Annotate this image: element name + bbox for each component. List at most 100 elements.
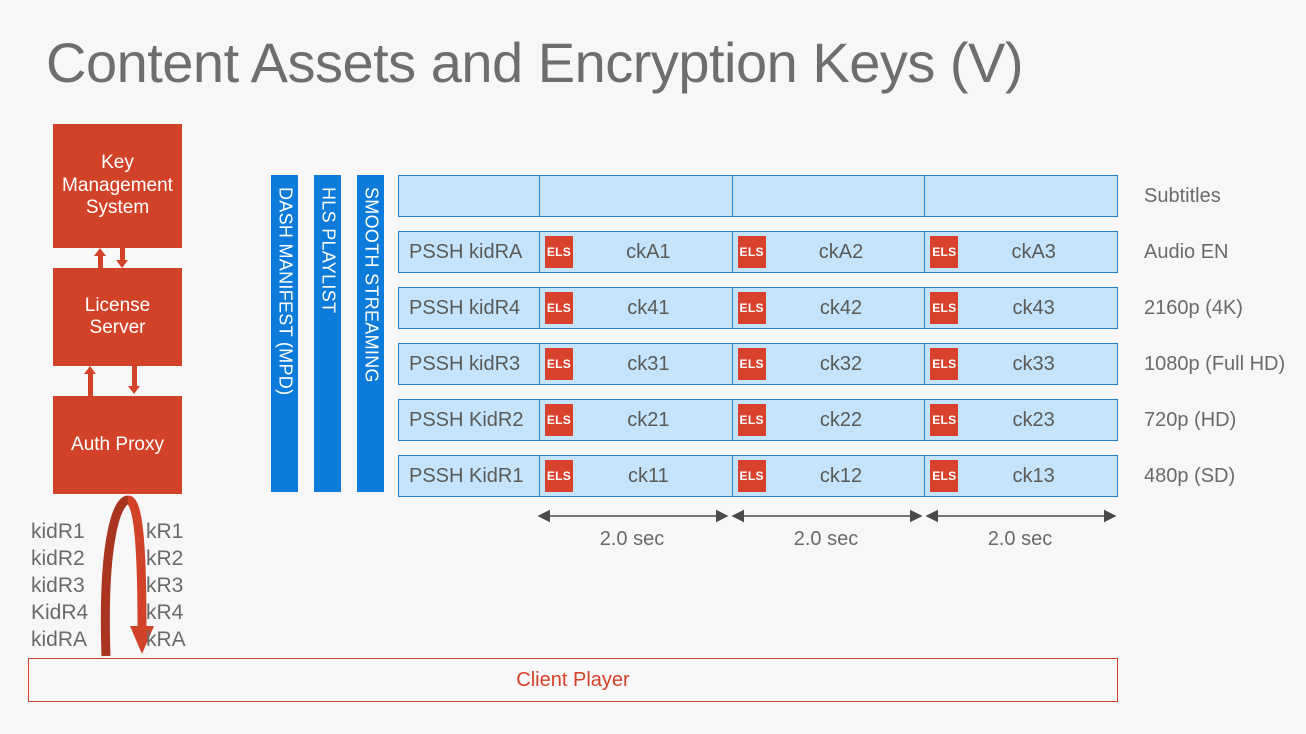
- key-management-system-label: Key Management System: [62, 152, 173, 219]
- format-bar-smooth-streaming-label: SMOOTH STREAMING: [361, 187, 381, 383]
- els-badge: ELS: [737, 404, 766, 436]
- content-key-label: ck33: [1012, 352, 1055, 375]
- segment-cell[interactable]: ELS ck41: [540, 288, 733, 328]
- content-key-label: ck31: [627, 352, 670, 375]
- format-bar-hls-playlist[interactable]: HLS PLAYLIST: [314, 175, 341, 492]
- els-badge: ELS: [737, 460, 766, 492]
- format-bar-dash-manifest[interactable]: DASH MANIFEST (MPD): [271, 175, 298, 492]
- key-id-item: kidR1: [31, 520, 85, 543]
- track-label-video-2160p: 2160p (4K): [1144, 296, 1243, 319]
- segment-cell[interactable]: ELS ckA2: [733, 232, 926, 272]
- segment-cell[interactable]: ELS ck33: [925, 344, 1117, 384]
- content-key-label: ckA2: [818, 240, 864, 263]
- pssh-cell: PSSH KidR1: [399, 456, 540, 496]
- license-auth-arrows: [84, 366, 154, 396]
- content-key-label: ck41: [627, 296, 670, 319]
- content-key-label: ckA1: [626, 240, 671, 263]
- content-key-label: ck42: [819, 296, 863, 319]
- segment-cell[interactable]: [925, 176, 1117, 216]
- key-id-list: kidR1 kidR2 kidR3 KidR4 kidRA: [31, 518, 88, 653]
- format-bar-hls-playlist-label: HLS PLAYLIST: [318, 187, 338, 314]
- els-badge: ELS: [737, 236, 766, 268]
- duration-label: 2.0 sec: [599, 528, 665, 550]
- els-badge: ELS: [545, 404, 573, 436]
- content-key-label: ck21: [627, 408, 670, 431]
- content-key-label: ck11: [627, 464, 669, 487]
- license-server-label: License Server: [84, 294, 151, 338]
- els-badge: ELS: [930, 292, 959, 324]
- els-badge: ELS: [737, 348, 766, 380]
- format-bar-smooth-streaming[interactable]: SMOOTH STREAMING: [357, 175, 384, 492]
- pssh-cell: PSSH kidR4: [399, 288, 540, 328]
- track-label-audio-en: Audio EN: [1144, 240, 1229, 263]
- key-list: kR1 kR2 kR3 kR4 kRA: [146, 518, 186, 653]
- pssh-cell: PSSH kidR3: [399, 344, 540, 384]
- duration-label: 2.0 sec: [793, 528, 859, 550]
- key-item: kR3: [146, 574, 184, 597]
- els-badge: ELS: [545, 292, 573, 324]
- els-badge: ELS: [545, 460, 573, 492]
- auth-proxy-box[interactable]: Auth Proxy: [53, 396, 182, 494]
- license-server-box[interactable]: License Server: [53, 268, 182, 366]
- content-key-label: ck32: [819, 352, 863, 375]
- segment-cell[interactable]: ELS ck13: [925, 456, 1117, 496]
- track-label-subtitles: Subtitles: [1144, 184, 1221, 207]
- segment-cell[interactable]: ELS ck43: [925, 288, 1117, 328]
- segment-duration-ruler: [537, 509, 1117, 523]
- pssh-cell: PSSH KidR2: [399, 400, 540, 440]
- format-bar-dash-manifest-label: DASH MANIFEST (MPD): [275, 187, 295, 396]
- kms-license-arrows: [94, 248, 142, 268]
- key-management-system-box[interactable]: Key Management System: [53, 124, 182, 248]
- segment-cell[interactable]: ELS ck11: [540, 456, 733, 496]
- segment-cell[interactable]: ELS ckA3: [925, 232, 1117, 272]
- content-key-label: ck43: [1012, 296, 1055, 319]
- track-label-video-1080p: 1080p (Full HD): [1144, 352, 1286, 375]
- key-item: kR1: [146, 520, 184, 543]
- els-badge: ELS: [930, 460, 959, 492]
- segment-cell[interactable]: [733, 176, 926, 216]
- els-badge: ELS: [545, 348, 573, 380]
- client-player-box[interactable]: Client Player: [28, 658, 1118, 702]
- els-badge: ELS: [930, 348, 959, 380]
- content-key-label: ck13: [1012, 464, 1055, 487]
- auth-proxy-label: Auth Proxy: [71, 433, 164, 455]
- key-item: kR2: [146, 547, 184, 570]
- content-key-label: ck23: [1012, 408, 1055, 431]
- key-id-item: kidR3: [31, 574, 85, 597]
- track-row-subtitles[interactable]: [398, 175, 1118, 217]
- segment-cell[interactable]: ELS ck31: [540, 344, 733, 384]
- track-label-video-720p: 720p (HD): [1144, 408, 1237, 431]
- track-label-video-480p: 480p (SD): [1144, 464, 1236, 487]
- els-badge: ELS: [930, 236, 959, 268]
- page-title: Content Assets and Encryption Keys (V): [46, 31, 1024, 94]
- client-player-label: Client Player: [516, 668, 630, 691]
- segment-cell[interactable]: ELS ckA1: [540, 232, 733, 272]
- duration-label: 2.0 sec: [987, 528, 1053, 550]
- els-badge: ELS: [545, 236, 573, 268]
- segment-cell[interactable]: ELS ck21: [540, 400, 733, 440]
- key-item: kRA: [146, 628, 186, 651]
- segment-cell[interactable]: [540, 176, 733, 216]
- key-id-item: kidR2: [31, 547, 85, 570]
- key-id-item: kidRA: [31, 628, 88, 651]
- content-key-label: ckA3: [1011, 240, 1056, 263]
- content-key-label: ck22: [819, 408, 863, 431]
- segment-cell[interactable]: ELS ck12: [733, 456, 926, 496]
- els-badge: ELS: [930, 404, 959, 436]
- segment-cell[interactable]: ELS ck22: [733, 400, 926, 440]
- els-badge: ELS: [737, 292, 766, 324]
- pssh-cell: PSSH kidRA: [399, 232, 540, 272]
- segment-cell[interactable]: ELS ck32: [733, 344, 926, 384]
- content-key-label: ck12: [819, 464, 863, 487]
- segment-cell[interactable]: ELS ck23: [925, 400, 1117, 440]
- key-flow-curved-arrow: [100, 495, 154, 657]
- key-item: kR4: [146, 601, 184, 624]
- segment-cell[interactable]: ELS ck42: [733, 288, 926, 328]
